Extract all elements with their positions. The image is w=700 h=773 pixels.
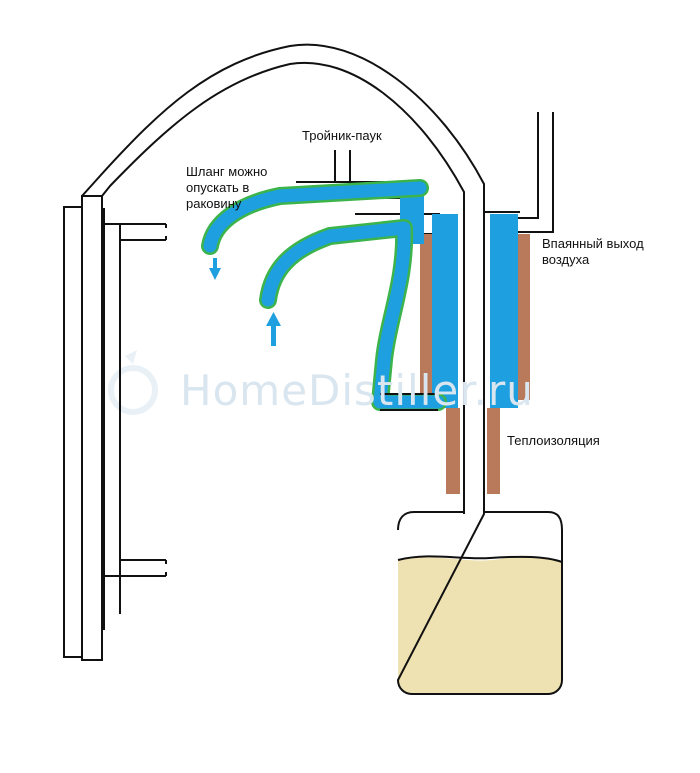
label-air-outlet-line-1: Впаянный выход	[542, 236, 644, 251]
air-outlet-pipe	[484, 112, 554, 233]
flow-arrow-down-icon	[209, 258, 221, 280]
flow-arrow-up-icon	[266, 312, 281, 346]
label-hose-line-1: Шланг можно	[186, 164, 268, 179]
inner-pipes	[380, 214, 485, 411]
label-tee-spider: Тройник-паук	[302, 128, 382, 143]
label-air-outlet-line-2: воздуха	[542, 252, 590, 267]
hose-drain	[201, 179, 429, 255]
label-hose-line-3: раковину	[186, 196, 242, 211]
label-hose-line-2: опускать в	[186, 180, 250, 195]
label-insulation: Теплоизоляция	[507, 433, 600, 448]
arch-pipe	[81, 43, 485, 514]
left-column	[63, 195, 167, 661]
watermark-text: HomeDistiller.ru	[180, 366, 534, 415]
cooling-water	[400, 196, 518, 408]
thermal-insulation	[420, 234, 530, 494]
boiler-vessel	[396, 511, 563, 695]
hose-inlet	[259, 219, 447, 411]
watermark-logo-icon	[108, 350, 158, 415]
